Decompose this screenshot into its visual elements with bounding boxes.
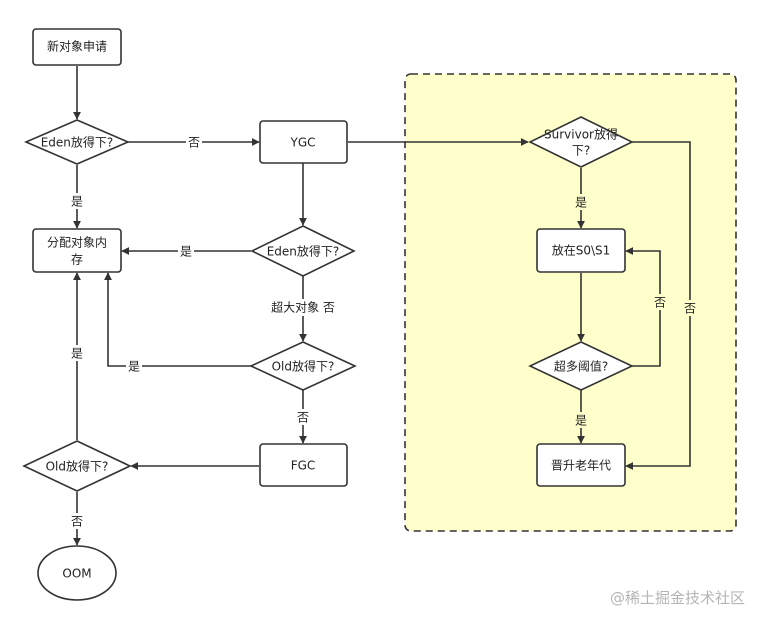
edge-old1-to-alloc	[104, 272, 251, 367]
svg-text:晋升老年代: 晋升老年代	[551, 459, 611, 473]
node-promote-old: 晋升老年代	[536, 443, 626, 487]
node-eden-check-1: Eden放得下?	[23, 119, 131, 165]
node-place-s0-s1: 放在S0\S1	[536, 228, 626, 273]
node-exceed-threshold: 超多阈值?	[528, 341, 634, 391]
node-fgc: FGC	[259, 443, 348, 487]
edge-label-threshold-yes: 是	[575, 414, 587, 428]
node-oom: OOM	[37, 545, 117, 601]
node-ygc: YGC	[259, 120, 348, 164]
svg-text:Survivor放得: Survivor放得	[544, 127, 618, 142]
node-allocate-memory: 分配对象内 存	[32, 228, 122, 273]
edge-label-survivor-no: 否	[684, 302, 696, 316]
edge-label-eden2-old1: 超大对象 否	[271, 300, 335, 315]
edge-labels: 否 是 是 超大对象 否 是 否 是 否 是 否 否 是	[69, 134, 698, 529]
node-survivor-check: Survivor放得 下?	[528, 116, 634, 168]
svg-text:Eden放得下?: Eden放得下?	[41, 135, 114, 150]
svg-text:OOM: OOM	[62, 567, 91, 581]
svg-text:下?: 下?	[572, 144, 590, 158]
svg-text:FGC: FGC	[291, 459, 316, 473]
svg-text:分配对象内: 分配对象内	[47, 236, 107, 250]
edge-label-old1-fgc: 否	[297, 411, 309, 425]
survivor-region	[404, 73, 737, 532]
edge-label-old2-alloc: 是	[71, 347, 83, 361]
edge-label-survivor-yes: 是	[575, 196, 587, 210]
edge-label-old1-alloc: 是	[128, 360, 140, 374]
svg-text:存: 存	[71, 253, 83, 267]
svg-text:YGC: YGC	[289, 136, 315, 150]
node-new-object-request: 新对象申请	[32, 28, 122, 66]
svg-text:Old放得下?: Old放得下?	[46, 459, 109, 474]
watermark: @稀土掘金技术社区	[609, 589, 745, 607]
svg-text:新对象申请: 新对象申请	[47, 39, 107, 54]
edge-label-eden1-alloc: 是	[71, 195, 83, 209]
svg-text:超多阈值?: 超多阈值?	[554, 359, 608, 374]
edge-label-eden1-ygc: 否	[188, 136, 200, 150]
node-old-check-1: Old放得下?	[249, 341, 357, 391]
svg-text:放在S0\S1: 放在S0\S1	[552, 243, 611, 258]
node-old-check-2: Old放得下?	[22, 440, 132, 492]
node-eden-check-2: Eden放得下?	[250, 225, 356, 277]
nodes: 新对象申请 Eden放得下? YGC 分配对象内 存 Eden放得下? Old放…	[22, 28, 634, 601]
svg-text:Old放得下?: Old放得下?	[272, 359, 335, 374]
edge-label-old2-oom: 否	[71, 515, 83, 529]
svg-text:Eden放得下?: Eden放得下?	[267, 244, 340, 259]
edge-label-threshold-no: 否	[654, 296, 666, 310]
edge-label-eden2-alloc: 是	[180, 245, 192, 259]
